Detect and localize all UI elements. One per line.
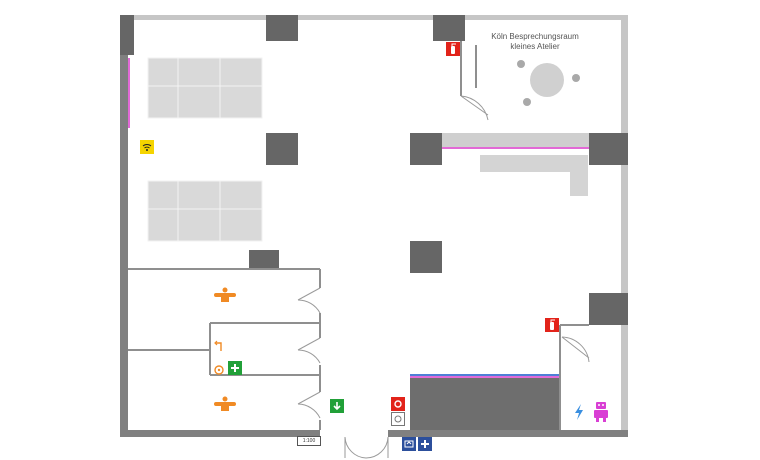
desk-group-upper	[147, 57, 263, 119]
meeting-room-name: Köln Besprechungsraum	[491, 32, 579, 41]
column	[589, 133, 628, 165]
scale-label: 1:100	[297, 436, 321, 446]
outer-wall-bottom-left	[120, 430, 320, 437]
column	[249, 250, 279, 270]
chair	[523, 98, 531, 106]
counter-l-shape	[480, 155, 588, 196]
column	[410, 133, 442, 165]
emergency-exit-icon	[330, 399, 344, 413]
fire-alarm-icon	[391, 397, 405, 411]
outer-wall-top	[120, 15, 628, 20]
accent-strip-server	[410, 376, 560, 378]
first-aid-icon	[228, 361, 242, 375]
column	[266, 133, 298, 165]
fire-extinguisher-icon	[545, 318, 559, 332]
call-point-icon	[391, 412, 405, 426]
entrance-door	[344, 436, 367, 459]
outer-wall-bottom-right	[388, 430, 628, 437]
restroom-door	[297, 287, 321, 314]
desk-group-lower	[147, 180, 263, 242]
fire-extinguisher-icon	[446, 42, 460, 56]
meeting-room-door	[460, 95, 489, 121]
toilet-icon	[210, 287, 240, 303]
robot-icon	[592, 401, 610, 423]
meeting-room-subname: kleines Atelier	[510, 42, 560, 51]
restroom-door	[297, 391, 321, 419]
restroom-walls	[128, 268, 321, 430]
outer-wall-right	[621, 15, 628, 437]
accent-strip-server-blue	[410, 374, 560, 376]
entrance-door	[365, 436, 389, 459]
outer-wall-left	[120, 15, 128, 437]
info-icon	[418, 437, 432, 451]
chair	[517, 60, 525, 68]
round-table	[530, 63, 564, 97]
column	[266, 15, 298, 41]
chair	[572, 74, 580, 82]
storage-door	[561, 336, 590, 363]
elevator-icon	[402, 437, 416, 451]
wheelchair-arrow-icon	[213, 340, 223, 352]
restroom-door	[297, 337, 321, 364]
counter	[442, 133, 589, 147]
column	[410, 241, 442, 273]
wifi-icon	[140, 140, 154, 154]
accent-strip-counter	[442, 147, 589, 149]
meeting-room-label: Köln Besprechungsraum kleines Atelier	[470, 32, 600, 52]
power-icon	[572, 403, 586, 421]
column	[120, 15, 134, 55]
column	[433, 15, 465, 41]
server-room	[410, 378, 560, 430]
accessible-icon	[214, 365, 224, 375]
column	[589, 293, 628, 325]
toilet-icon	[210, 396, 240, 412]
accent-strip-left	[128, 58, 130, 128]
